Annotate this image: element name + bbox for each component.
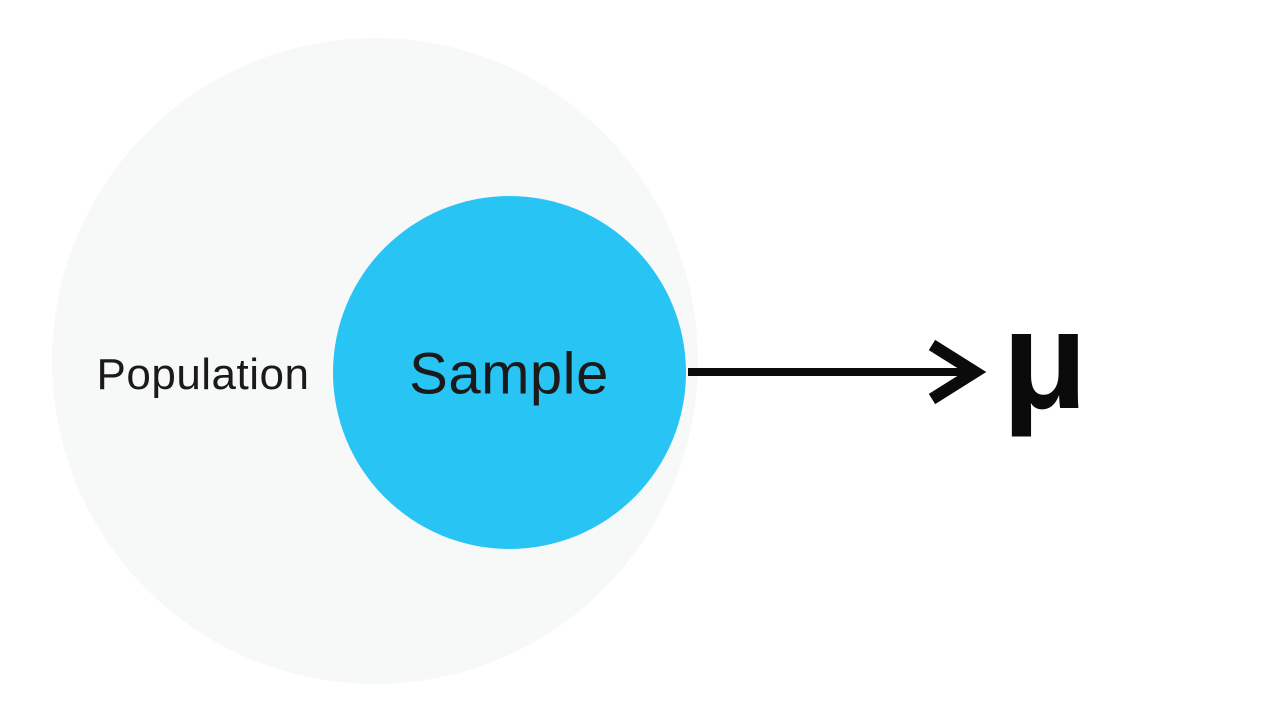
mu-symbol: μ <box>1002 281 1088 438</box>
sample-label: Sample <box>409 341 609 407</box>
sample-circle <box>333 196 686 549</box>
right-arrow-icon <box>688 339 987 405</box>
population-label: Population <box>96 350 310 399</box>
